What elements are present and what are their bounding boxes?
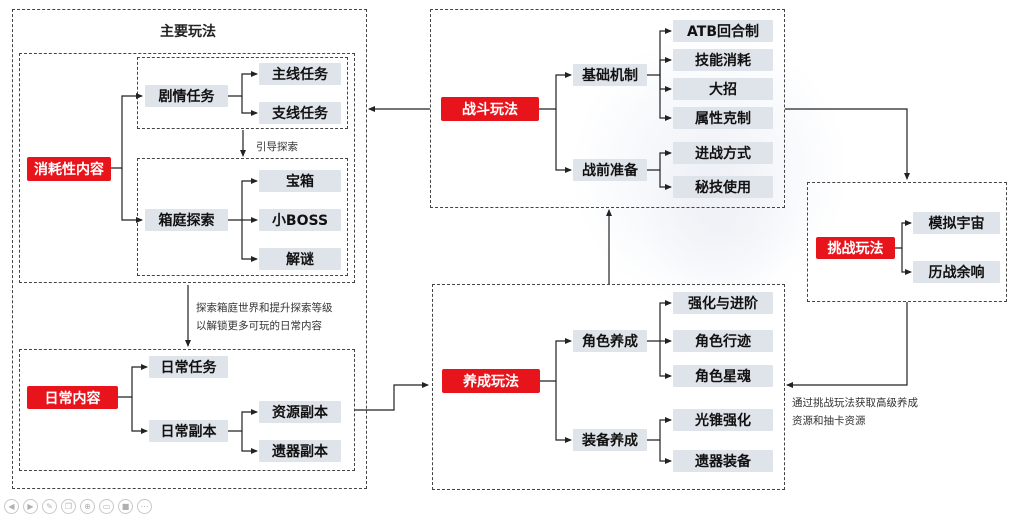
technique-use-node: 秘技使用 [673, 176, 773, 198]
next-icon[interactable]: ▶ [23, 499, 38, 514]
challenge-note-line-1: 通过挑战玩法获取高级养成 [792, 397, 918, 409]
battle-entry-node: 进战方式 [673, 142, 773, 164]
screen-icon[interactable]: ▭ [99, 499, 114, 514]
combat-gameplay-node: 战斗玩法 [441, 97, 539, 121]
echo-of-war-node: 历战余响 [913, 261, 1000, 283]
treasure-chest-node: 宝箱 [259, 170, 341, 192]
relic-dungeon-node: 遗器副本 [259, 440, 341, 462]
zoom-icon[interactable]: ⊕ [80, 499, 95, 514]
resource-dungeon-node: 资源副本 [259, 401, 341, 423]
trace-node: 角色行迹 [673, 330, 773, 352]
puzzle-node: 解谜 [259, 248, 341, 270]
background-glow-2 [640, 140, 800, 300]
basic-mechanics-node: 基础机制 [573, 64, 647, 86]
equipment-growth-node: 装备养成 [573, 429, 647, 451]
ultimate-node: 大招 [673, 78, 773, 100]
combat-frame [430, 9, 785, 208]
side-quest-node: 支线任务 [259, 102, 341, 124]
growth-gameplay-node: 养成玩法 [442, 369, 540, 393]
daily-content-node: 日常内容 [27, 386, 118, 409]
camera-icon[interactable]: ■ [118, 499, 133, 514]
main-gameplay-frame [12, 9, 367, 489]
mini-boss-node: 小BOSS [259, 209, 341, 231]
explore-node: 箱庭探索 [145, 209, 228, 231]
challenge-gameplay-node: 挑战玩法 [816, 237, 895, 259]
more-icon[interactable]: ⋯ [137, 499, 152, 514]
daily-dungeon-node: 日常副本 [149, 420, 228, 442]
growth-frame [432, 284, 785, 490]
skill-cost-node: 技能消耗 [673, 49, 773, 71]
simulated-universe-node: 模拟宇宙 [913, 212, 1000, 234]
daily-frame [19, 349, 355, 471]
pen-icon[interactable]: ✎ [42, 499, 57, 514]
light-cone-node: 光锥强化 [673, 409, 773, 431]
consumable-content-node: 消耗性内容 [27, 157, 111, 181]
story-quest-node: 剧情任务 [145, 85, 228, 107]
element-counter-node: 属性克制 [673, 107, 773, 129]
character-growth-node: 角色养成 [573, 330, 647, 352]
relic-equip-node: 遗器装备 [673, 450, 773, 472]
copy-icon[interactable]: ❐ [61, 499, 76, 514]
pre-battle-node: 战前准备 [573, 159, 647, 181]
main-gameplay-title: 主要玩法 [160, 24, 216, 40]
guide-explore-note: 引导探索 [256, 141, 298, 153]
atb-turn-node: ATB回合制 [673, 20, 773, 42]
consumable-frame [19, 53, 355, 283]
enhance-ascend-node: 强化与进阶 [673, 292, 773, 314]
unlock-note-line-1: 探索箱庭世界和提升探索等级 [196, 302, 333, 314]
slide-toolbar: ◀ ▶ ✎ ❐ ⊕ ▭ ■ ⋯ [4, 499, 152, 514]
eidolon-node: 角色星魂 [673, 365, 773, 387]
challenge-frame [807, 182, 1007, 302]
daily-task-node: 日常任务 [149, 356, 228, 378]
main-quest-node: 主线任务 [259, 63, 341, 85]
unlock-note-line-2: 以解锁更多可玩的日常内容 [196, 320, 322, 332]
prev-icon[interactable]: ◀ [4, 499, 19, 514]
challenge-note-line-2: 资源和抽卡资源 [792, 415, 866, 427]
